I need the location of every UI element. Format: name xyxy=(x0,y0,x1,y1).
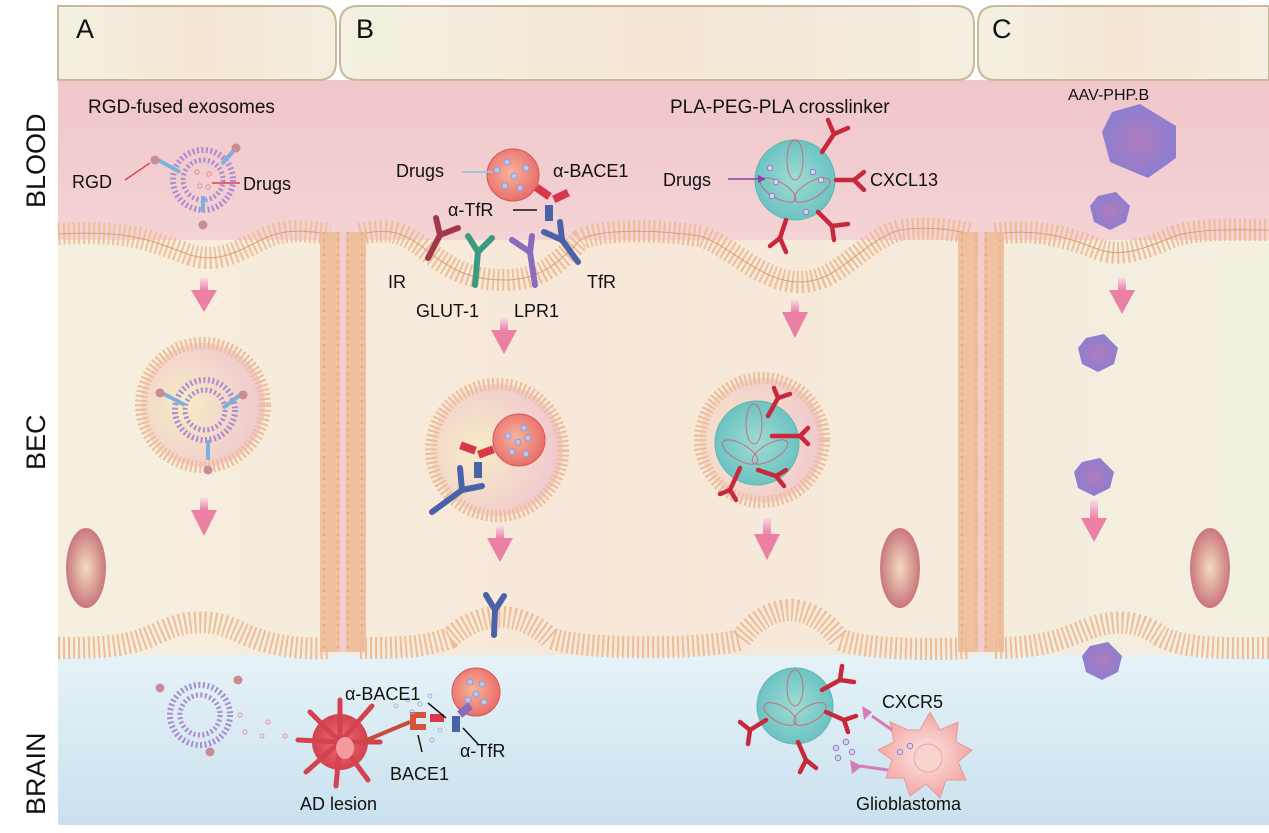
label-alpha-bace1-b: α-BACE1 xyxy=(553,161,628,181)
pointer-alpha-bace1-brain xyxy=(427,702,447,719)
panel-tabs xyxy=(57,5,1269,81)
label-rgd: RGD xyxy=(72,172,112,192)
arrow-down-icon xyxy=(1109,278,1135,314)
label-drugs-a: Drugs xyxy=(243,174,291,194)
nucleus-b xyxy=(880,528,920,608)
label-cxcr5: CXCR5 xyxy=(882,692,943,712)
tab-b xyxy=(339,5,975,81)
nucleus-c xyxy=(1190,528,1230,608)
panel-a-title: RGD-fused exosomes xyxy=(88,97,275,118)
nucleus-a xyxy=(66,528,106,608)
label-drugs-b2: Drugs xyxy=(663,170,711,190)
arrow-down-icon xyxy=(491,318,517,354)
basal-membrane xyxy=(57,599,1269,661)
label-cxcl13: CXCL13 xyxy=(870,170,938,190)
cxcl13-nanoparticle-brain xyxy=(737,663,859,775)
cxcr5-receptor xyxy=(862,706,872,720)
blood-compartment xyxy=(58,80,1269,250)
exosome-vesicle-bec xyxy=(135,337,271,475)
aav-capsids xyxy=(1074,104,1176,680)
aav-capsid xyxy=(1074,458,1114,496)
bace1-enzyme xyxy=(410,712,426,730)
label-drugs-b: Drugs xyxy=(396,161,444,181)
apical-membrane xyxy=(57,217,1269,294)
label-receptor-glut1: GLUT-1 xyxy=(416,301,479,321)
panel-letter-c: C xyxy=(992,14,1012,44)
aav-capsid xyxy=(1078,334,1118,372)
rgd-ligand xyxy=(150,155,160,165)
panel-c-title: AAV-PHP.B xyxy=(1068,87,1149,104)
receptor-basal xyxy=(483,592,507,638)
label-receptor-ir: IR xyxy=(388,272,406,292)
cxcl13-nanoparticle-blood xyxy=(754,117,867,255)
aav-capsid-large xyxy=(1102,104,1176,178)
label-ad-lesion: AD lesion xyxy=(300,794,377,814)
arrow-down-icon xyxy=(191,278,217,312)
bace-drug-particle-blood xyxy=(486,148,570,221)
ad-lesion-cell xyxy=(295,697,444,789)
label-receptor-tfr: TfR xyxy=(587,272,616,292)
label-alpha-tfr-b: α-TfR xyxy=(448,200,493,220)
compartment-label-brain: BRAIN xyxy=(21,732,51,815)
brain-compartment xyxy=(58,655,1269,825)
label-bace1: BACE1 xyxy=(390,764,449,784)
tab-c xyxy=(977,5,1269,81)
receptor-lpr1 xyxy=(509,233,538,288)
aav-capsid xyxy=(1082,642,1122,680)
junction-membranes xyxy=(320,232,1004,652)
rgd-exosome-blood xyxy=(150,143,241,230)
arrow-down-icon xyxy=(191,498,217,536)
receptor-glut1 xyxy=(465,233,495,288)
label-alpha-tfr-brain: α-TfR xyxy=(460,741,505,761)
compartment-label-bec: BEC xyxy=(21,414,51,470)
transport-arrows xyxy=(191,278,1135,562)
tab-a xyxy=(57,5,337,81)
arrow-down-icon xyxy=(487,526,513,562)
label-glioblastoma: Glioblastoma xyxy=(856,794,962,814)
glioblastoma-cell xyxy=(832,706,973,799)
panel-letter-a: A xyxy=(76,14,94,44)
receptors xyxy=(425,215,581,288)
cxcl13-vesicle-bec xyxy=(694,372,830,508)
bec-compartment xyxy=(58,240,1269,660)
receptor-ir xyxy=(425,215,461,261)
bace-vesicle-bec xyxy=(425,378,569,522)
compartment-label-blood: BLOOD xyxy=(21,113,51,208)
panel-b2-title: PLA-PEG-PLA crosslinker xyxy=(670,97,890,118)
receptor-tfr xyxy=(541,219,581,265)
exosome-brain xyxy=(155,675,288,757)
pointer-rgd xyxy=(124,162,151,181)
bace-drug-particle-brain xyxy=(393,667,501,743)
panel-letter-b: B xyxy=(356,14,374,44)
arrowhead-icon xyxy=(758,175,766,183)
pointer-bace1 xyxy=(417,734,423,753)
pointer-alpha-tfr-brain xyxy=(462,727,479,745)
arrow-down-icon xyxy=(782,300,808,338)
label-alpha-bace1-brain: α-BACE1 xyxy=(345,684,420,704)
arrow-down-icon xyxy=(1081,500,1107,542)
arrow-down-icon xyxy=(754,518,780,560)
label-receptor-lpr1: LPR1 xyxy=(514,301,559,321)
aav-capsid xyxy=(1090,192,1130,230)
